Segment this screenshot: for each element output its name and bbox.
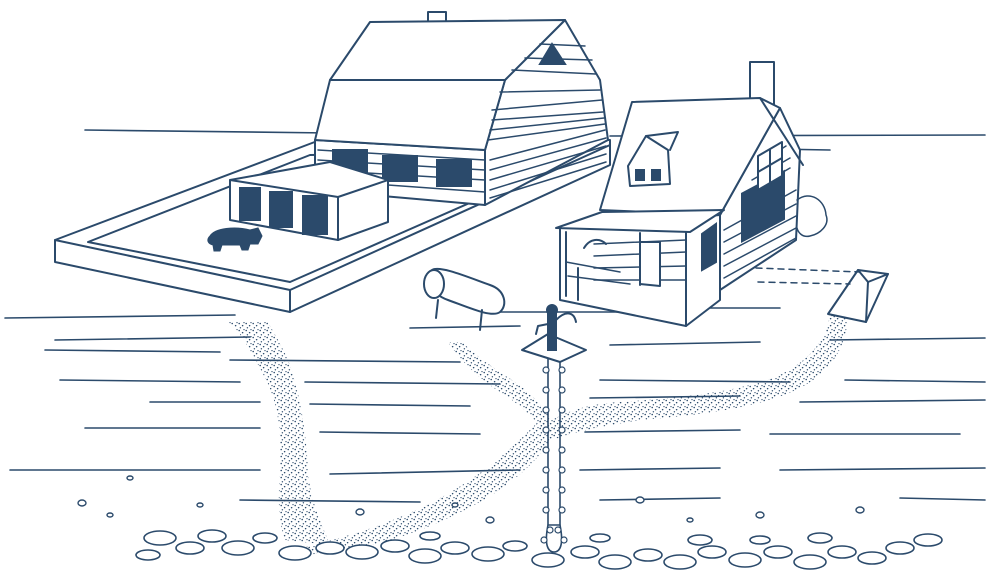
- water-well-pump: [522, 305, 586, 362]
- bedrock-stones: [136, 530, 942, 569]
- fuel-tank: [424, 269, 504, 330]
- well-casing: [541, 350, 567, 552]
- septic-tank: [756, 268, 888, 322]
